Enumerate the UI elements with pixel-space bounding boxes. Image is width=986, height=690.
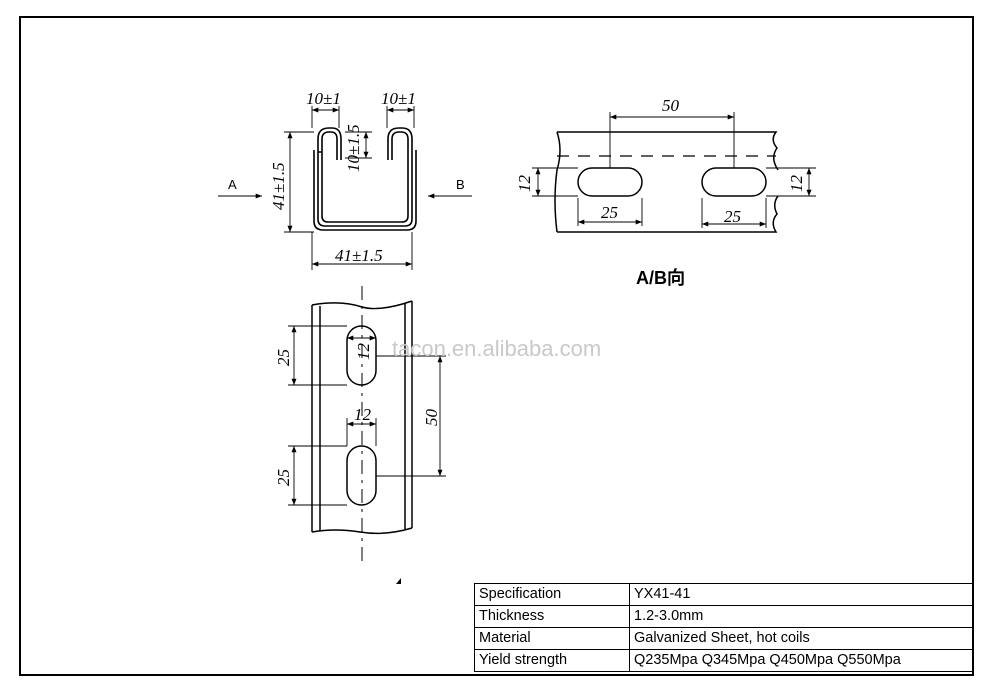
top-view-dimensions — [288, 325, 446, 506]
watermark-text: tacon.en.alibaba.com — [392, 336, 601, 361]
front-top-right-dim: 10±1 — [381, 89, 416, 108]
view-arrow-a-label: A — [228, 177, 237, 192]
spec-label: Yield strength — [474, 649, 630, 672]
spec-value: Q235Mpa Q345Mpa Q450Mpa Q550Mpa — [629, 649, 974, 672]
side-slot-length-left-dim: 25 — [601, 203, 618, 222]
side-view-dimensions — [532, 112, 816, 228]
spec-table: Specification YX41-41 Thickness 1.2-3.0m… — [474, 583, 974, 672]
side-slot-length-right-dim: 25 — [724, 207, 741, 226]
table-row: Specification YX41-41 — [474, 583, 974, 606]
spec-value: YX41-41 — [629, 583, 974, 606]
side-view-title: A/B向 — [636, 267, 685, 288]
front-view-dimensions — [218, 106, 472, 270]
top-slot-pitch-dim: 50 — [422, 409, 441, 427]
corner-mark — [396, 578, 401, 584]
side-slot-pitch-dim: 50 — [662, 96, 680, 115]
table-row: Yield strength Q235Mpa Q345Mpa Q450Mpa Q… — [474, 649, 974, 672]
front-width-dim: 41±1.5 — [335, 246, 383, 265]
table-row: Thickness 1.2-3.0mm — [474, 605, 974, 628]
top-slot-length-lower-dim: 25 — [274, 469, 293, 486]
spec-value: 1.2-3.0mm — [629, 605, 974, 628]
top-slot-width-lower-dim: 12 — [354, 405, 372, 424]
drawing-frame — [19, 16, 974, 676]
spec-label: Specification — [474, 583, 630, 606]
table-row: Material Galvanized Sheet, hot coils — [474, 627, 974, 650]
side-slot-height-left-dim: 12 — [515, 175, 534, 193]
top-slot-width-upper-dim: 12 — [354, 343, 373, 361]
top-view-channel — [311, 286, 413, 565]
side-slot-height-right-dim: 12 — [787, 175, 806, 193]
front-view-profile — [313, 127, 417, 231]
front-top-left-dim: 10±1 — [306, 89, 341, 108]
top-slot-length-upper-dim: 25 — [274, 349, 293, 366]
front-lip-depth-dim: 10±1.5 — [344, 124, 363, 172]
spec-value: Galvanized Sheet, hot coils — [629, 627, 974, 650]
side-view-channel — [554, 131, 779, 233]
spec-label: Thickness — [474, 605, 630, 628]
spec-label: Material — [474, 627, 630, 650]
front-height-dim: 41±1.5 — [269, 162, 288, 210]
view-arrow-b-label: B — [456, 177, 465, 192]
